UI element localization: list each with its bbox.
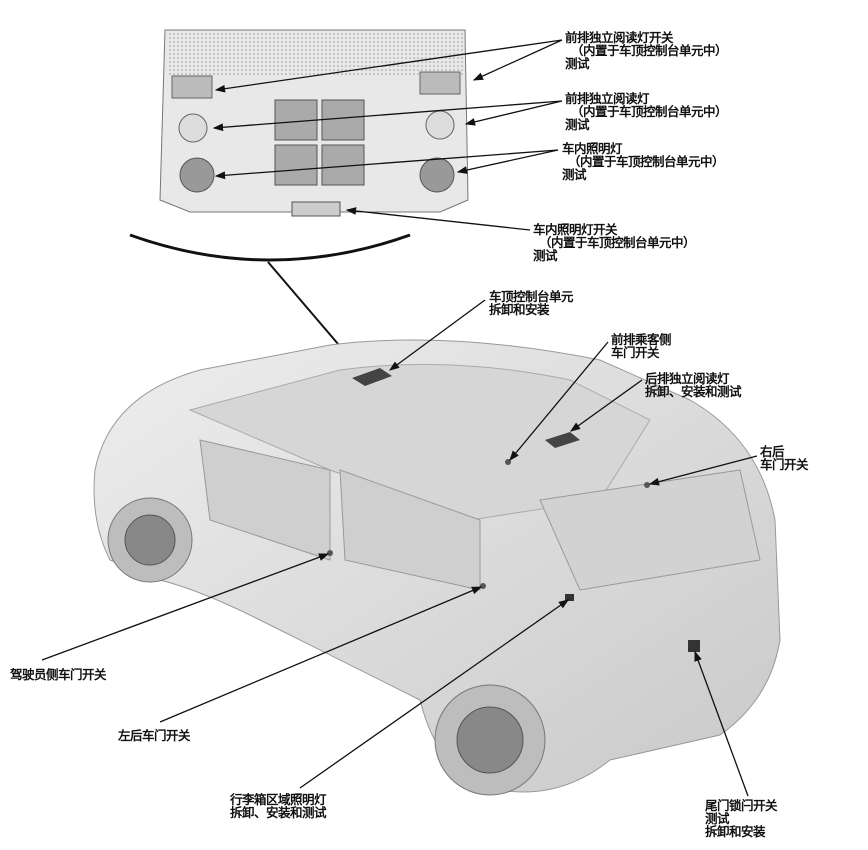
label-action: 拆卸和安装 — [489, 302, 550, 317]
label-location: （内置于车顶控制台单元中） — [571, 104, 728, 119]
label-name: 右后 — [760, 444, 785, 459]
label-rear-reading-light: 后排独立阅读灯拆卸、安装和测试 — [645, 371, 742, 399]
label-name: 尾门锁闩开关 — [705, 798, 778, 813]
label-action: 拆卸、安装和测试 — [645, 384, 742, 399]
label-name: 行李箱区域照明灯 — [230, 792, 327, 807]
label-name: 车内照明灯开关 — [533, 222, 618, 237]
label-name: 前排乘客侧 — [611, 332, 672, 347]
leader-lines — [41, 39, 758, 797]
label-front-reading-light: 前排独立阅读灯（内置于车顶控制台单元中）测试 — [565, 91, 728, 132]
label-name: 车顶控制台单元 — [489, 289, 574, 304]
label-front-passenger-door-switch: 前排乘客侧车门开关 — [611, 332, 672, 360]
label-name: 车门开关 — [760, 457, 809, 472]
label-right-rear-door-switch: 右后车门开关 — [760, 444, 809, 472]
label-action: 测试 — [565, 117, 590, 132]
label-location: （内置于车顶控制台单元中） — [539, 235, 696, 250]
label-name: 车内照明灯 — [562, 141, 623, 156]
label-roof-console: 车顶控制台单元拆卸和安装 — [489, 289, 574, 317]
label-interior-light-switch: 车内照明灯开关（内置于车顶控制台单元中）测试 — [533, 222, 696, 263]
roof-console-panel — [159, 29, 469, 217]
label-location: （内置于车顶控制台单元中） — [571, 43, 728, 58]
label-action: 测试 — [705, 811, 730, 826]
label-name: 左后车门开关 — [118, 728, 191, 743]
label-tailgate-latch-switch: 尾门锁闩开关测试拆卸和安装 — [705, 798, 778, 839]
label-action: 拆卸和安装 — [705, 824, 766, 839]
label-action: 测试 — [562, 167, 587, 182]
vehicle-body — [93, 339, 781, 796]
label-name: 驾驶员侧车门开关 — [10, 667, 107, 682]
label-name: 车门开关 — [611, 345, 660, 360]
label-interior-light: 车内照明灯（内置于车顶控制台单元中）测试 — [562, 141, 725, 182]
label-name: 前排独立阅读灯开关 — [565, 30, 674, 45]
label-cargo-area-light: 行李箱区域照明灯拆卸、安装和测试 — [230, 792, 327, 820]
detail-arc — [129, 233, 411, 262]
label-action: 测试 — [565, 56, 590, 71]
label-name: 前排独立阅读灯 — [565, 91, 650, 106]
label-left-rear-door-switch: 左后车门开关 — [118, 728, 191, 743]
label-action: 测试 — [533, 248, 558, 263]
label-front-reading-light-switch: 前排独立阅读灯开关（内置于车顶控制台单元中）测试 — [565, 30, 728, 71]
label-action: 拆卸、安装和测试 — [230, 805, 327, 820]
label-name: 后排独立阅读灯 — [645, 371, 730, 386]
label-location: （内置于车顶控制台单元中） — [568, 154, 725, 169]
label-driver-door-switch: 驾驶员侧车门开关 — [10, 667, 107, 682]
